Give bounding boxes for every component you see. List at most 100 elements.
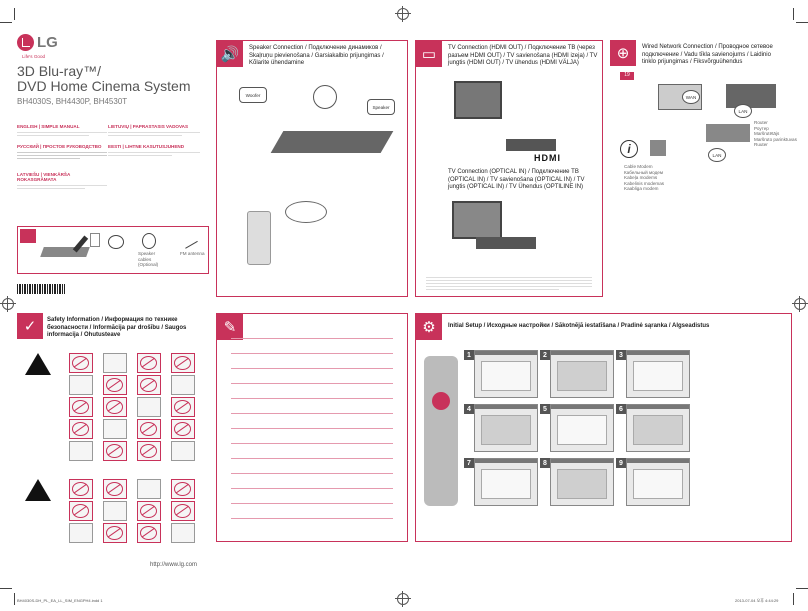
caution-icon: [137, 479, 161, 499]
router-illustration: [706, 124, 750, 142]
network-panel: ⊕ Wired Network Connection / Проводное с…: [610, 40, 797, 295]
ruled-line: [231, 488, 393, 489]
crop-mark: [14, 593, 15, 605]
speaker-title: Speaker Connection / Подключение динамик…: [249, 45, 384, 66]
screen-title-bar: [627, 351, 689, 355]
prohibited-icon: [103, 375, 127, 395]
step-number: 3: [616, 350, 626, 360]
setup-screen: [474, 404, 538, 452]
ruled-line: [231, 413, 393, 414]
fm-antenna: [180, 232, 198, 249]
prohibited-icon: [69, 353, 93, 373]
prohibited-icon: [103, 523, 127, 543]
prohibited-icon: [69, 479, 93, 499]
info-icon: i: [620, 140, 638, 158]
tv-illustration: [454, 81, 502, 119]
screen-title-bar: [475, 405, 537, 409]
globe-icon: ⊕: [610, 40, 636, 66]
prohibited-icon: [137, 441, 161, 461]
screen-content: [481, 469, 531, 499]
woofer-label: Woofer: [239, 87, 267, 103]
player-unit: [40, 247, 90, 257]
prohibited-icon: [137, 353, 161, 373]
hands-illustration: [285, 201, 327, 223]
prohibited-icon: [171, 419, 195, 439]
setup-screen: [550, 404, 614, 452]
speaker-cable-label: Speaker cables (Optional): [138, 251, 159, 268]
barcode: [17, 284, 65, 294]
registration-mark: [395, 6, 411, 22]
crop-mark: [0, 588, 12, 589]
ruled-line: [231, 353, 393, 354]
screen-title-bar: [551, 459, 613, 463]
receiver-unit: [270, 131, 394, 153]
screen-title-bar: [475, 459, 537, 463]
prohibited-icon: [103, 397, 127, 417]
product-title-line1: 3D Blu-ray™/: [17, 63, 102, 79]
screen-content: [633, 469, 683, 499]
ruled-line: [231, 398, 393, 399]
screen-content: [481, 415, 531, 445]
speaker-cable: [142, 233, 156, 249]
language-block-right: LIETUVIŲ | PAPRASTASIS VADOVAS EESTI | L…: [108, 124, 200, 164]
caution-icon: [69, 375, 93, 395]
registration-mark: [792, 296, 808, 312]
gear-icon: ⚙: [416, 314, 442, 340]
modem-labels: Cable Modem Кабельный модем Kabeļa modem…: [624, 164, 665, 192]
prohibited-icon: [103, 441, 127, 461]
tv-illustration-2: [452, 201, 502, 239]
page-ref-badge: 19: [620, 72, 634, 80]
lang-lv: LATVIEŠU | VIENKĀRŠA ROKASGRĀMATA: [17, 172, 71, 182]
prohibited-icon: [103, 479, 127, 499]
setup-screen: [626, 404, 690, 452]
box-icon: [20, 229, 36, 243]
prohibited-icon: [69, 397, 93, 417]
player-illustration: [506, 139, 556, 151]
setup-panel: ⚙ Initial Setup / Исходные настройки / S…: [415, 313, 792, 542]
screen-content: [633, 415, 683, 445]
crop-mark: [0, 22, 12, 23]
hdmi-logo: HDMI: [534, 153, 561, 163]
network-title: Wired Network Connection / Проводное сет…: [642, 44, 773, 65]
prohibited-icon: [171, 397, 195, 417]
ruled-line: [231, 338, 393, 339]
step-number: 7: [464, 458, 474, 468]
ruled-line: [231, 518, 393, 519]
screen-title-bar: [551, 405, 613, 409]
ruled-line: [231, 458, 393, 459]
model-numbers: BH4030S, BH4430P, BH4530T: [17, 97, 128, 106]
speaker-icon: 🔊: [217, 41, 243, 67]
caution-icon: [103, 353, 127, 373]
manual-booklet: [90, 233, 100, 247]
screen-content: [557, 469, 607, 499]
accessories-box: Speaker cables (Optional) FM antenna: [17, 226, 209, 274]
router-labels: Router Роутер Maršrutētājs Maršruto pari…: [754, 120, 797, 148]
screen-title-bar: [551, 351, 613, 355]
crop-mark: [793, 8, 794, 20]
crop-mark: [793, 593, 794, 605]
ruled-line: [231, 368, 393, 369]
lang-en: ENGLISH | SIMPLE MANUAL: [17, 124, 80, 129]
check-icon: ✓: [17, 313, 43, 339]
footer-slug-right: 2013-07-04 오후 4:44:29: [735, 598, 779, 603]
website-url: http://www.lg.com: [150, 562, 198, 568]
product-title-line2: DVD Home Cinema System: [17, 78, 191, 94]
screen-content: [557, 415, 607, 445]
caution-icon: [171, 441, 195, 461]
caution-icon: [69, 441, 93, 461]
step-number: 5: [540, 404, 550, 414]
exclamation-warning-icon: [25, 479, 51, 501]
screen-content: [633, 361, 683, 391]
caution-icon: [103, 501, 127, 521]
wan-label: WAN: [682, 90, 700, 104]
setup-screen: [474, 350, 538, 398]
brand-tagline: Life's Good: [22, 54, 46, 59]
step-number: 4: [464, 404, 474, 414]
power-cord: [108, 235, 124, 249]
tv-icon: ▭: [416, 41, 442, 67]
speaker-panel: 🔊 Speaker Connection / Подключение динам…: [216, 40, 408, 297]
tv-notes: [426, 275, 592, 290]
safety-title: Safety Information / Информация по техни…: [47, 317, 187, 338]
prohibited-icon: [171, 479, 195, 499]
